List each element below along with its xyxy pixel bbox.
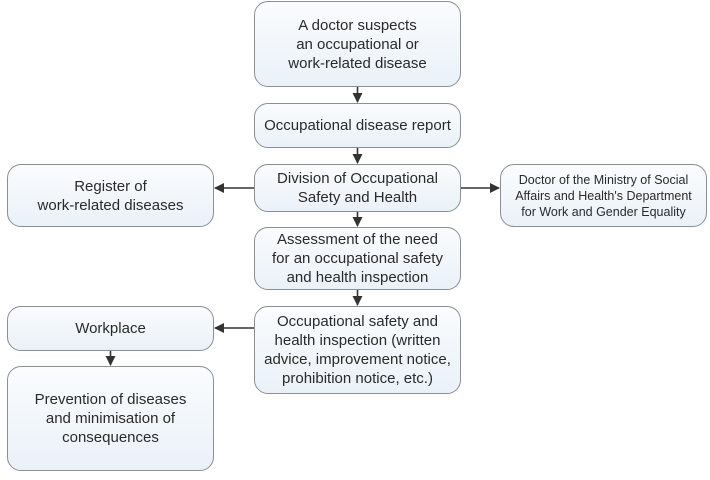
- node-label: Register of work-related diseases: [37, 177, 184, 214]
- node-division: Division of Occupational Safety and Heal…: [254, 164, 461, 212]
- node-label: Doctor of the Ministry of Social Affairs…: [515, 172, 692, 219]
- node-label: Prevention of diseases and minimisation …: [34, 391, 187, 446]
- node-label: Workplace: [75, 320, 146, 337]
- node-assessment: Assessment of the need for an occupation…: [254, 227, 461, 290]
- node-label: Occupational disease report: [264, 117, 451, 134]
- node-inspection: Occupational safety and health inspectio…: [254, 306, 461, 394]
- node-disease-report: Occupational disease report: [254, 103, 461, 148]
- node-label: Assessment of the need for an occupation…: [272, 231, 443, 286]
- node-prevention: Prevention of diseases and minimisation …: [7, 366, 214, 471]
- node-ministry-doctor: Doctor of the Ministry of Social Affairs…: [500, 164, 707, 227]
- node-workplace: Workplace: [7, 306, 214, 351]
- node-doctor-suspects: A doctor suspects an occupational or wor…: [254, 1, 461, 87]
- node-label: Division of Occupational Safety and Heal…: [277, 170, 438, 206]
- node-register: Register of work-related diseases: [7, 164, 214, 227]
- node-label: A doctor suspects an occupational or wor…: [288, 16, 427, 72]
- node-label: Occupational safety and health inspectio…: [264, 313, 451, 387]
